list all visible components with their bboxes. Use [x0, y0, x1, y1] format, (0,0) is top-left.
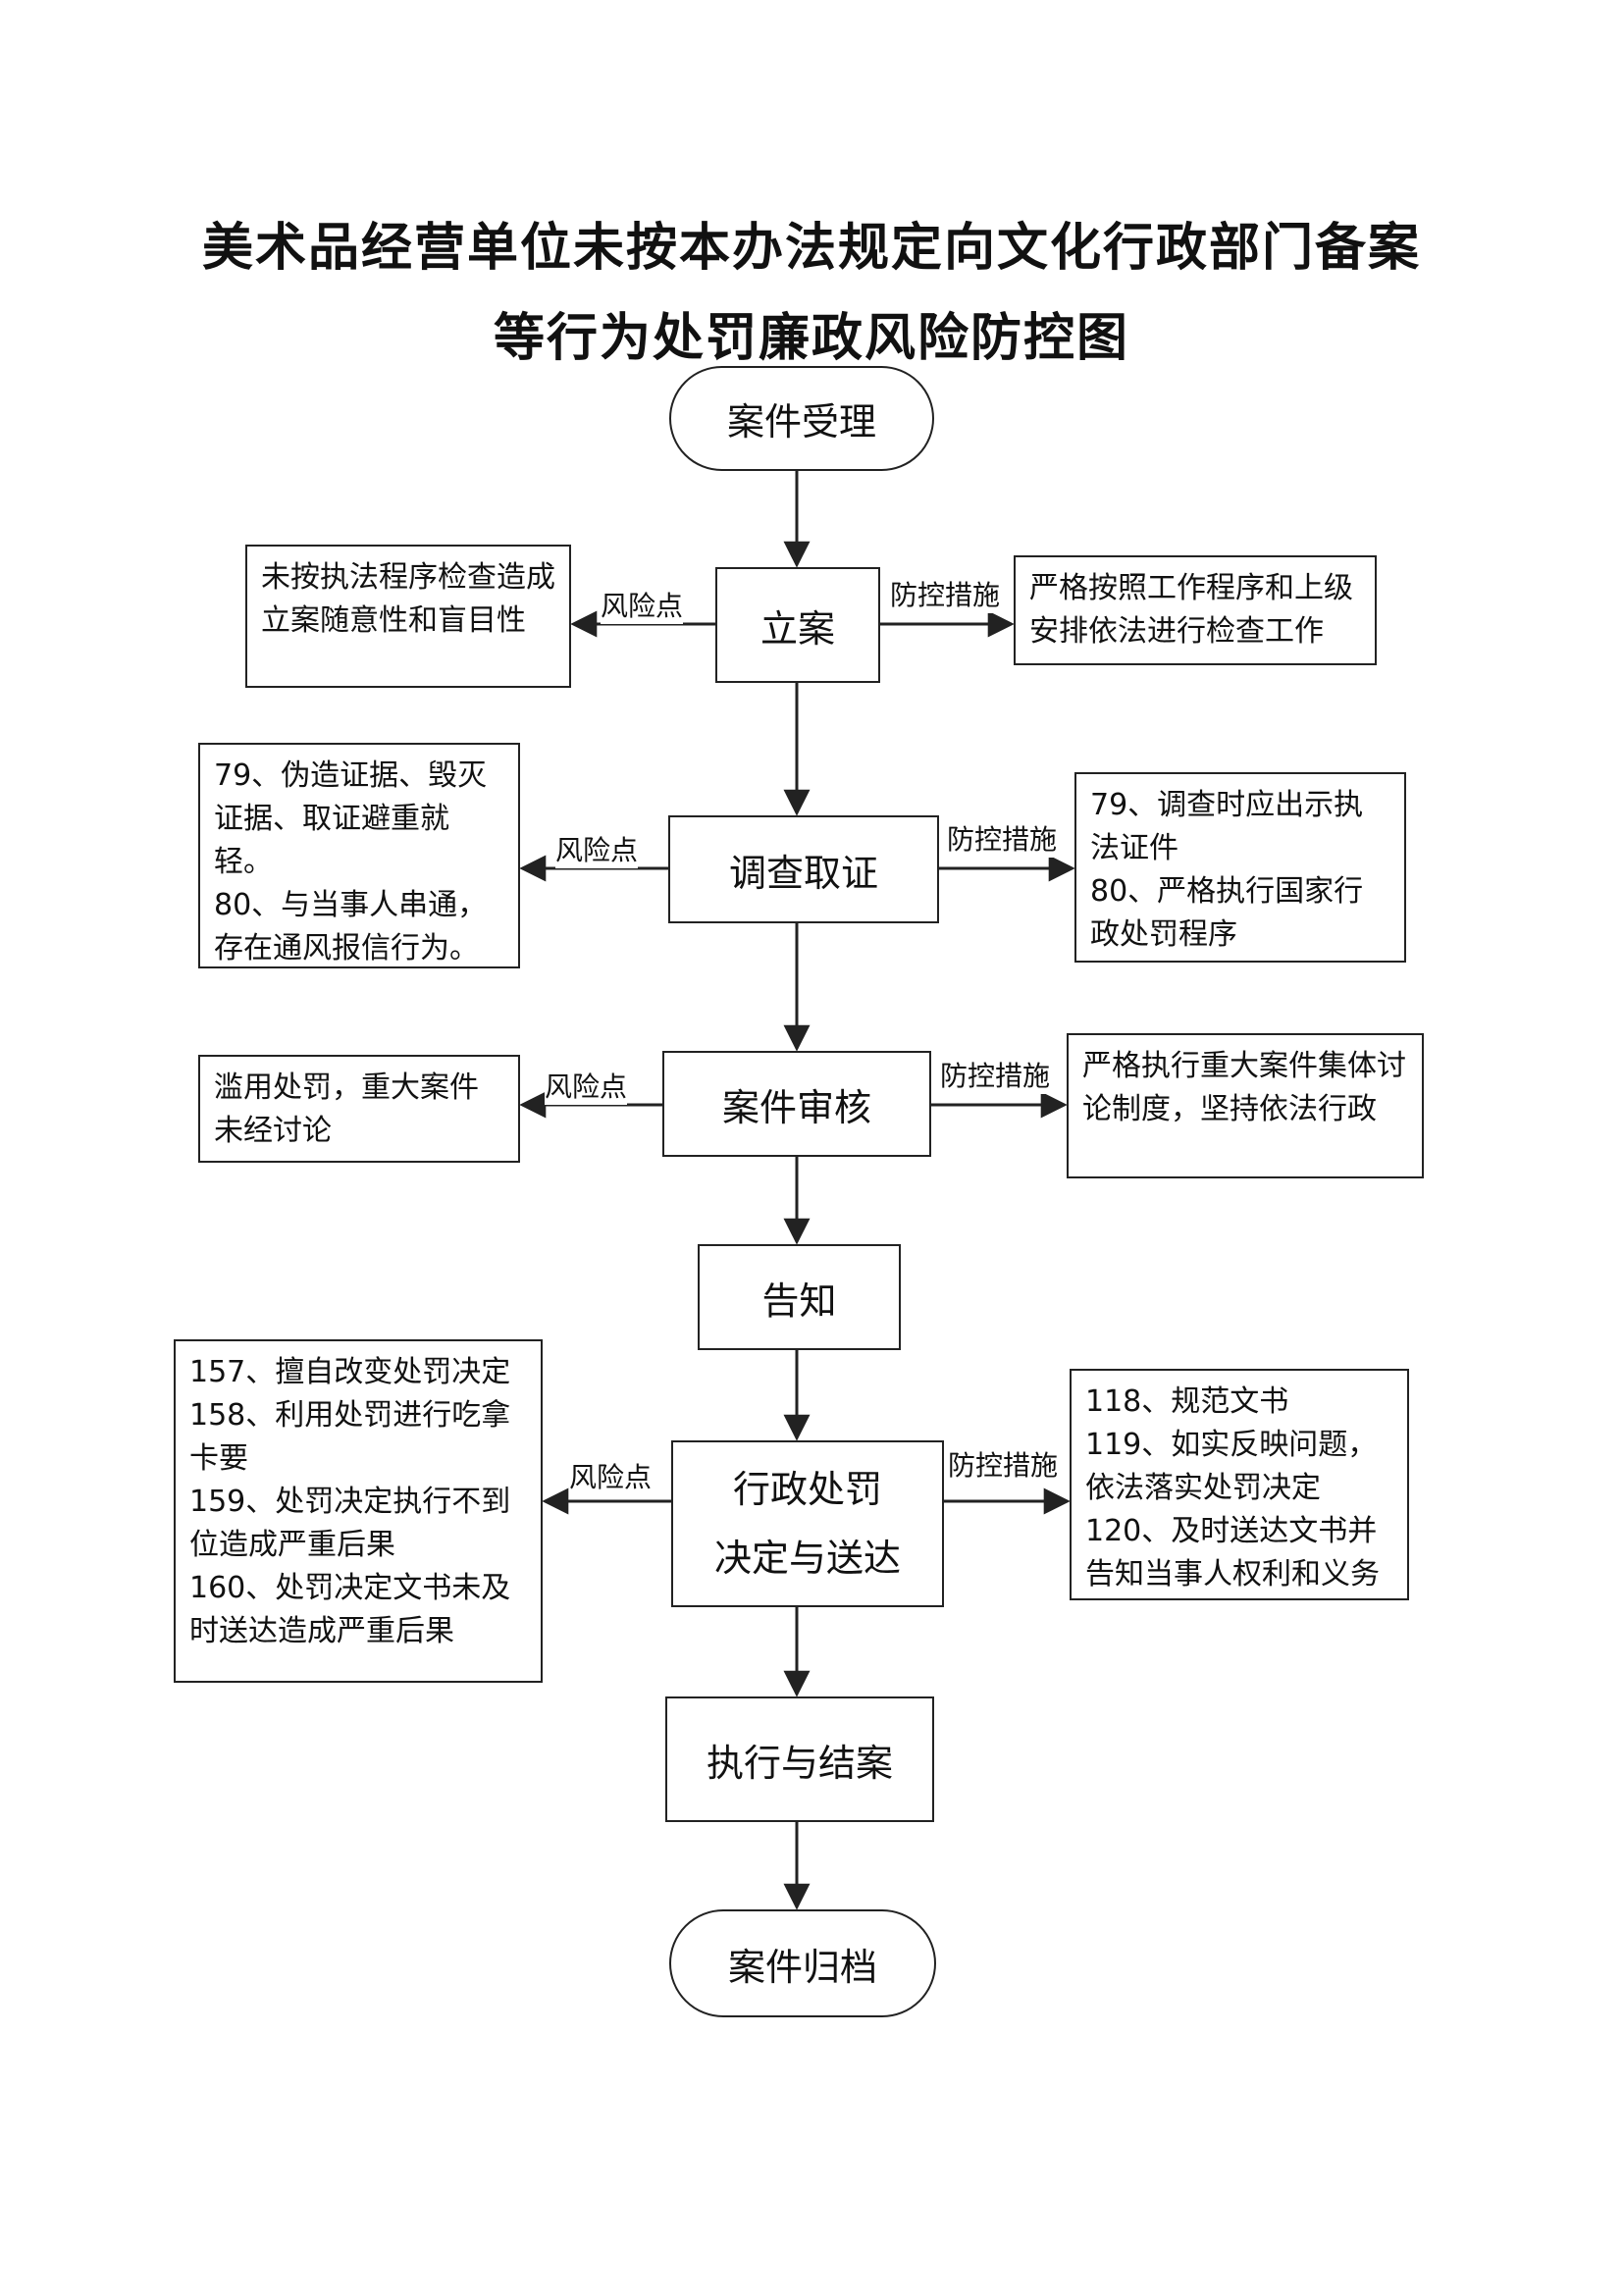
control-item: 80、严格执行国家行政处罚程序 — [1090, 874, 1364, 952]
step-notify: 告知 — [698, 1244, 901, 1350]
risk-item: 未按执法程序检查造成立案随意性和盲目性 — [261, 560, 555, 638]
risk-note-file: 未按执法程序检查造成立案随意性和盲目性 — [245, 545, 571, 688]
step-archive: 案件归档 — [669, 1909, 936, 2017]
risk-item: 159、处罚决定执行不到位造成严重后果 — [189, 1485, 511, 1562]
step-review-label: 案件审核 — [721, 1085, 871, 1129]
step-investigate-label: 调查取证 — [728, 851, 878, 895]
step-decision-label-1: 行政处罚 — [732, 1468, 882, 1511]
step-archive-label: 案件归档 — [727, 1945, 877, 1989]
control-item: 严格执行重大案件集体讨论制度，坚持依法行政 — [1082, 1049, 1406, 1126]
risk-label-file: 风险点 — [601, 585, 684, 624]
control-label-decision: 防控措施 — [948, 1444, 1059, 1484]
risk-note-decision: 157、擅自改变处罚决定 158、利用处罚进行吃拿卡要 159、处罚决定执行不到… — [174, 1339, 543, 1683]
page-title-line-2: 等行为处罚廉政风险防控图 — [493, 308, 1129, 368]
risk-item: 158、利用处罚进行吃拿卡要 — [189, 1398, 511, 1476]
control-note-investigate: 79、调查时应出示执法证件 80、严格执行国家行政处罚程序 — [1074, 772, 1406, 963]
control-item: 79、调查时应出示执法证件 — [1090, 788, 1364, 865]
step-decision-label-2: 决定与送达 — [713, 1537, 901, 1580]
risk-label-decision: 风险点 — [569, 1456, 653, 1495]
control-label-investigate: 防控措施 — [947, 818, 1058, 858]
risk-label-review: 风险点 — [545, 1066, 628, 1105]
control-label-review: 防控措施 — [940, 1055, 1051, 1094]
step-review: 案件审核 — [662, 1051, 931, 1157]
risk-item: 滥用处罚，重大案件未经讨论 — [214, 1070, 479, 1148]
step-accept-label: 案件受理 — [726, 400, 876, 444]
step-notify-label: 告知 — [761, 1278, 837, 1323]
control-label-file: 防控措施 — [890, 574, 1001, 613]
risk-label-investigate: 风险点 — [555, 829, 639, 868]
control-note-decision: 118、规范文书 119、如实反映问题，依法落实处罚决定 120、及时送达文书并… — [1070, 1369, 1409, 1600]
step-execute: 执行与结案 — [665, 1696, 934, 1822]
control-item: 严格按照工作程序和上级安排依法进行检查工作 — [1029, 571, 1353, 649]
risk-item: 79、伪造证据、毁灭证据、取证避重就轻。 — [214, 758, 488, 879]
step-decision: 行政处罚 决定与送达 — [671, 1440, 944, 1607]
step-accept: 案件受理 — [669, 366, 934, 471]
risk-item: 160、处罚决定文书未及时送达造成严重后果 — [189, 1571, 511, 1648]
control-item: 119、如实反映问题，依法落实处罚决定 — [1085, 1428, 1378, 1505]
control-note-review: 严格执行重大案件集体讨论制度，坚持依法行政 — [1067, 1033, 1424, 1178]
step-investigate: 调查取证 — [668, 815, 939, 923]
control-item: 118、规范文书 — [1085, 1384, 1289, 1419]
control-item: 120、及时送达文书并告知当事人权利和义务 — [1085, 1514, 1380, 1592]
control-note-file: 严格按照工作程序和上级安排依法进行检查工作 — [1014, 555, 1377, 665]
risk-item: 80、与当事人串通，存在通风报信行为。 — [214, 888, 488, 965]
risk-note-review: 滥用处罚，重大案件未经讨论 — [198, 1055, 520, 1163]
step-file-label: 立案 — [759, 606, 835, 651]
risk-note-investigate: 79、伪造证据、毁灭证据、取证避重就轻。 80、与当事人串通，存在通风报信行为。 — [198, 743, 520, 968]
risk-item: 157、擅自改变处罚决定 — [189, 1355, 511, 1389]
step-execute-label: 执行与结案 — [706, 1741, 893, 1785]
step-file: 立案 — [715, 567, 880, 683]
page-title-line-1: 美术品经营单位未按本办法规定向文化行政部门备案 — [201, 218, 1421, 278]
